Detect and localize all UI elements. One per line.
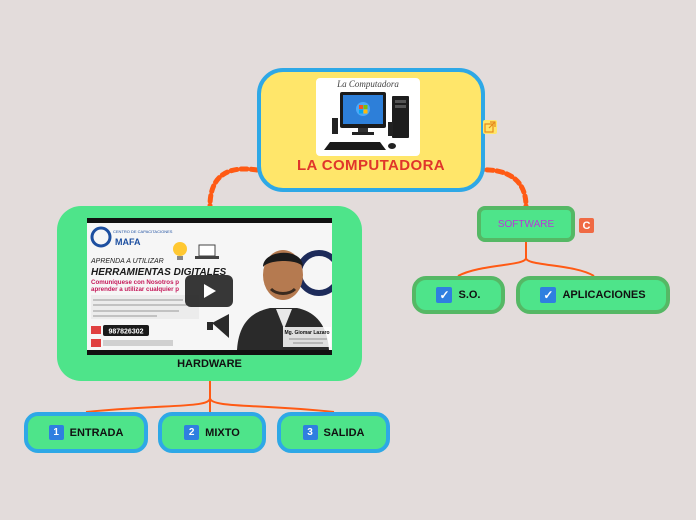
- video-phone: 987826302: [108, 329, 143, 336]
- so-label: S.O.: [458, 289, 481, 301]
- computer-image-caption: La Computadora: [336, 79, 399, 89]
- video-line2: HERRAMIENTAS DIGITALES: [91, 267, 227, 278]
- video-line4: aprender a utilizar cualquier p: [91, 286, 179, 293]
- aplicaciones-label: APLICACIONES: [562, 289, 646, 301]
- number-1-icon: 1: [48, 425, 64, 440]
- video-presenter: Mg. Giomar Lazaro: [284, 330, 329, 336]
- video-line1: APRENDA A UTILIZAR: [90, 258, 164, 265]
- connector-hardware-entrada: [85, 381, 211, 413]
- play-button-icon[interactable]: [185, 275, 233, 307]
- connector-central-software: [474, 167, 529, 209]
- aplicaciones-node[interactable]: ✓ APLICACIONES: [516, 276, 670, 314]
- video-brand: MAFA: [115, 237, 141, 247]
- number-3-icon: 3: [302, 425, 318, 440]
- video-line3: Comuníquese con Nosotros p: [91, 279, 179, 286]
- external-link-icon[interactable]: [483, 120, 497, 134]
- central-title: LA COMPUTADORA: [296, 157, 446, 174]
- connector-software-aplicaciones: [525, 242, 595, 277]
- software-label: SOFTWARE: [497, 218, 555, 230]
- connector-central-hardware: [207, 166, 260, 209]
- mixto-node[interactable]: 2 MIXTO: [158, 412, 266, 453]
- connector-software-so: [457, 242, 527, 277]
- number-2-icon: 2: [184, 425, 200, 440]
- salida-node[interactable]: 3 SALIDA: [277, 412, 390, 453]
- hardware-video-thumbnail[interactable]: CENTRO DE CAPACITACIONES MAFA APRENDA A …: [87, 218, 332, 355]
- video-brand-sub: CENTRO DE CAPACITACIONES: [113, 229, 173, 234]
- mixto-label: MIXTO: [205, 426, 240, 439]
- entrada-label: ENTRADA: [69, 426, 124, 439]
- so-node[interactable]: ✓ S.O.: [412, 276, 505, 314]
- checkmark-icon: ✓: [436, 287, 453, 303]
- connector-hardware-salida: [209, 381, 335, 413]
- entrada-node[interactable]: 1 ENTRADA: [24, 412, 148, 453]
- computer-image: La Computadora: [316, 78, 420, 156]
- hardware-label: HARDWARE: [177, 358, 242, 370]
- software-node[interactable]: SOFTWARE: [477, 206, 575, 242]
- c-logo-icon[interactable]: C: [579, 218, 594, 233]
- salida-label: SALIDA: [323, 426, 365, 439]
- checkmark-icon: ✓: [540, 287, 557, 303]
